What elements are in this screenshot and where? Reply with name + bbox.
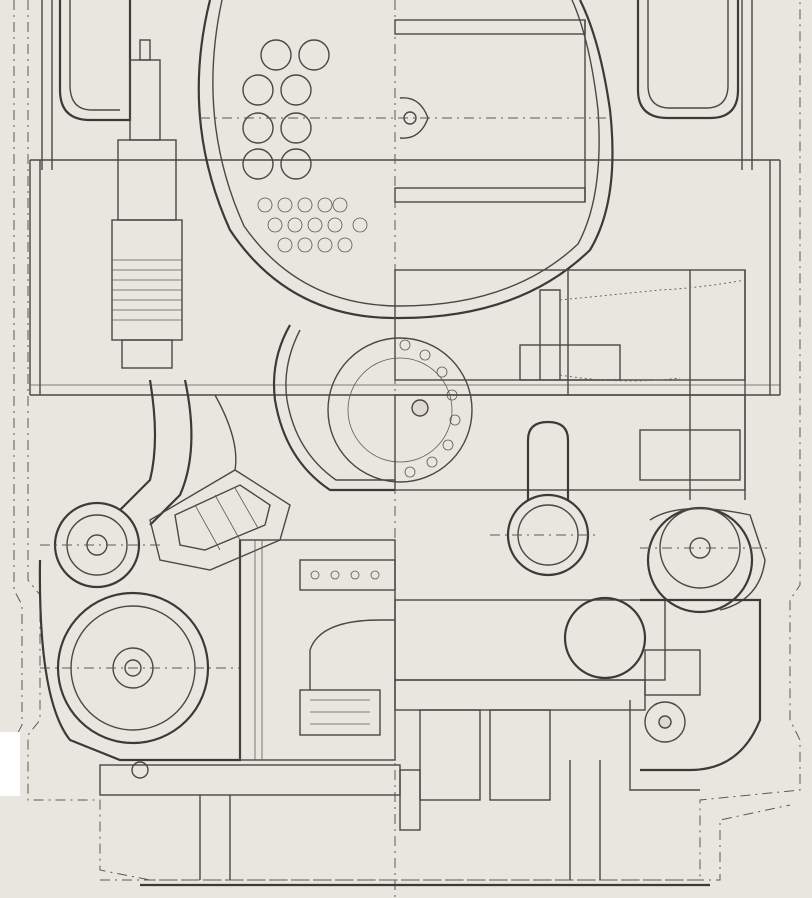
feed-pump-right bbox=[490, 493, 770, 614]
frame-lines bbox=[29, 0, 781, 396]
boiler-tubes bbox=[242, 39, 429, 253]
air-pump bbox=[111, 39, 183, 369]
buffer-beam bbox=[99, 760, 710, 887]
loading-gauge-outline bbox=[13, 0, 801, 881]
right-side-equipment bbox=[394, 269, 746, 500]
centre-block bbox=[239, 539, 396, 761]
edge-tab bbox=[0, 732, 20, 796]
main-cylinder-left bbox=[38, 540, 242, 762]
lower-right-equipment bbox=[394, 596, 762, 831]
steam-pipe bbox=[119, 379, 237, 526]
handrail-loops bbox=[58, 0, 740, 122]
valve-cylinder-left bbox=[40, 501, 160, 589]
saddle bbox=[272, 324, 473, 492]
valve-chest bbox=[149, 469, 291, 571]
